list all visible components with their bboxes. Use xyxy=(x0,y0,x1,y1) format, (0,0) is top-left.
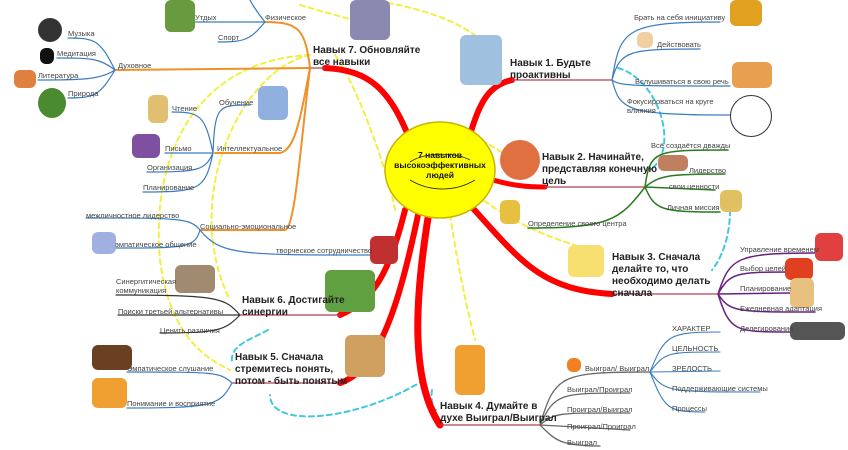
node-planning3[interactable]: Планирование xyxy=(740,284,792,293)
node-nature[interactable]: Природа xyxy=(68,89,99,98)
delegation-image xyxy=(790,322,845,340)
books-image xyxy=(14,70,36,88)
node-empathic[interactable]: эмпатическое общение xyxy=(115,240,197,249)
question-image xyxy=(500,200,520,224)
calendar-image xyxy=(815,233,843,261)
pencil-man-image xyxy=(720,190,742,212)
node-differences[interactable]: Ценить различия xyxy=(160,326,220,335)
node-creative[interactable]: творческое сотрудничество xyxy=(276,246,373,255)
footprints-image xyxy=(637,32,653,48)
node-leadership2[interactable]: Лидерство xyxy=(689,166,727,175)
group-image xyxy=(345,335,385,377)
node-twice[interactable]: Всё создаётся дважды xyxy=(651,141,731,150)
node-lose-lose[interactable]: Проиграл/Проиграл xyxy=(567,422,636,431)
winner-image xyxy=(455,345,485,395)
notepad-image xyxy=(568,245,604,277)
node-organization[interactable]: Организация xyxy=(147,163,193,172)
node-writing[interactable]: Письмо xyxy=(165,144,192,153)
node-win[interactable]: Выиграл xyxy=(567,438,598,447)
node-music[interactable]: Музыка xyxy=(68,29,95,38)
planning-image xyxy=(790,278,814,308)
node-goals[interactable]: Выбор целей xyxy=(740,264,786,273)
node-understanding[interactable]: Понимание и восприятие xyxy=(127,399,216,408)
node-listen[interactable]: Вслушиваться в свою речь xyxy=(635,77,729,86)
circle-of-influence-image xyxy=(730,95,772,137)
crowd-image xyxy=(658,155,688,171)
node-learning[interactable]: Обучение xyxy=(219,98,254,107)
node-meditation[interactable]: Медитация xyxy=(57,49,96,58)
student-image xyxy=(258,86,288,120)
node-planning[interactable]: Планирование xyxy=(143,183,195,192)
node-win-lose[interactable]: Выиграл/Проиграл xyxy=(567,385,633,394)
puzzle-image xyxy=(92,378,127,408)
node-time[interactable]: Управление временем xyxy=(740,245,819,254)
node-act[interactable]: Действовать xyxy=(657,40,701,49)
node-lose-win[interactable]: Проиграл/Выиграл xyxy=(567,405,633,414)
leader-image xyxy=(730,0,762,26)
node-empathic-listening[interactable]: Эмпатическое слушание xyxy=(127,364,214,373)
node-social[interactable]: Социально-эмоциональное xyxy=(200,222,297,231)
node-integrity[interactable]: ЦЕЛЬНОСТЬ xyxy=(672,344,719,353)
goals-image xyxy=(785,258,813,280)
node-maturity[interactable]: ЗРЕЛОСТЬ xyxy=(672,364,712,373)
node-reading[interactable]: Чтение xyxy=(172,104,198,113)
writing-image xyxy=(132,134,160,158)
node-rest[interactable]: Утдых xyxy=(195,13,217,22)
node-sport[interactable]: Спорт xyxy=(218,33,240,42)
node-physical[interactable]: Физическое xyxy=(265,13,307,22)
reading-kid-image xyxy=(148,95,168,123)
node-center[interactable]: Определение своего центра xyxy=(528,219,627,228)
node-third-alternative[interactable]: Поиски третьей альтернативы xyxy=(118,307,224,316)
music-image xyxy=(38,18,62,42)
node-win-win[interactable]: Выиграл/ Выиграл xyxy=(585,364,650,373)
node-intellectual[interactable]: Интеллектуальное xyxy=(217,144,283,153)
talking-image xyxy=(732,62,772,88)
smiley-icon xyxy=(567,358,581,372)
synergy-people-image xyxy=(325,270,375,312)
tree-image xyxy=(38,88,66,118)
node-mission[interactable]: Личная миссия xyxy=(667,203,720,212)
center-node xyxy=(384,121,496,219)
palm-tree-image xyxy=(165,0,195,32)
target-image xyxy=(500,140,540,180)
dog-ears-image xyxy=(92,345,132,370)
owl-reading-image xyxy=(350,0,390,40)
athletes-image xyxy=(460,35,502,85)
node-systems[interactable]: Поддерживающие системы xyxy=(672,384,768,393)
node-spiritual[interactable]: Духовное xyxy=(118,61,152,70)
meditation-image xyxy=(40,48,54,64)
node-delegation[interactable]: Делегирование xyxy=(740,324,794,333)
center-title: 7 навыков высокоэффективных людей xyxy=(394,150,486,180)
node-leadership[interactable]: межличностное лидерство xyxy=(86,211,180,220)
node-processes[interactable]: Процессы xyxy=(672,404,708,413)
node-character[interactable]: ХАРАКТЕР xyxy=(672,324,711,333)
people-circle-image xyxy=(92,232,116,254)
node-literature[interactable]: Литература xyxy=(38,71,79,80)
node-values[interactable]: свои ценности xyxy=(669,182,720,191)
cooperation-image xyxy=(370,236,398,264)
node-initiative[interactable]: Брать на себя инициативу xyxy=(634,13,726,22)
meeting-image xyxy=(175,265,215,293)
node-adaptation[interactable]: Ежедневная адаптация xyxy=(740,304,823,313)
